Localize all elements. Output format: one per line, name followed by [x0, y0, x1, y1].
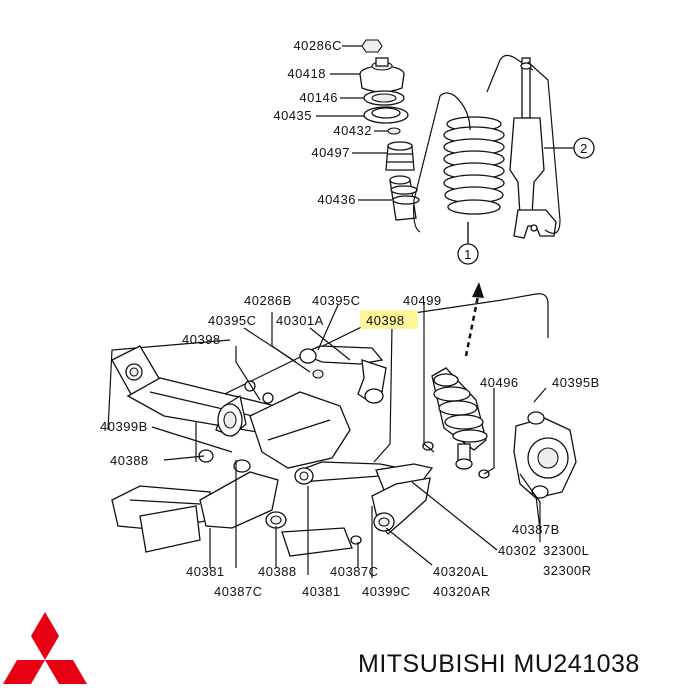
label-40387B: 40387B [512, 522, 560, 537]
label-40432: 40432 [333, 123, 372, 138]
label-40398: 40398 [182, 332, 221, 347]
label-40497: 40497 [311, 145, 350, 160]
label-40320AR: 40320AR [433, 584, 491, 599]
up-arrow-icon [464, 282, 484, 357]
label-40302: 40302 [498, 543, 537, 558]
knuckle-assembly [513, 411, 577, 499]
callout-1: 1 [457, 222, 479, 265]
callout-2: 2 [544, 137, 595, 159]
label-40398-highlighted: 40398 [366, 313, 405, 328]
label-40388-left: 40388 [110, 453, 149, 468]
label-40146: 40146 [299, 90, 338, 105]
mount-40418 [359, 57, 405, 93]
label-40388-bottom: 40388 [258, 564, 297, 579]
label-40286C: 40286C [293, 38, 342, 53]
lower-leaders [151, 302, 547, 578]
upper-leaders [316, 45, 392, 201]
bump-stop-40497 [385, 141, 415, 171]
callout-1-number: 1 [464, 247, 472, 262]
label-40418: 40418 [287, 66, 326, 81]
callout-2-number: 2 [580, 141, 588, 156]
label-40381-bottom: 40381 [302, 584, 341, 599]
nut-40286C [361, 39, 383, 53]
label-40320AL: 40320AL [433, 564, 489, 579]
label-40436: 40436 [317, 192, 356, 207]
label-40499: 40499 [403, 293, 442, 308]
label-40395C-upper: 40395C [312, 293, 361, 308]
label-40286B: 40286B [244, 293, 292, 308]
label-40435: 40435 [273, 108, 312, 123]
shock-lower-assembly [431, 367, 488, 470]
label-40301A: 40301A [276, 313, 324, 328]
washer-40432 [387, 127, 401, 135]
mitsubishi-logo-icon [3, 612, 87, 684]
trailing-arm-40320AL [371, 477, 431, 535]
assembly-bracket-line [413, 92, 471, 233]
label-40395B: 40395B [552, 375, 600, 390]
brand-part-number: MITSUBISHI MU241038 [358, 650, 640, 678]
label-32300R: 32300R [543, 563, 592, 578]
label-40496: 40496 [480, 375, 519, 390]
strut-exploded-view [359, 39, 561, 244]
label-40399B: 40399B [100, 419, 148, 434]
lower-suspension-assembly [107, 293, 577, 557]
upper-arm-40301A [299, 345, 387, 404]
label-40395C-left: 40395C [208, 313, 257, 328]
label-40381-left: 40381 [186, 564, 225, 579]
label-40387C-lower: 40387C [214, 584, 263, 599]
label-40387C-upper: 40387C [330, 564, 379, 579]
dust-boot-40436 [389, 175, 420, 221]
coil-spring-1 [443, 116, 505, 215]
label-32300L: 32300L [543, 543, 589, 558]
highlight-40398 [360, 310, 418, 329]
label-40399C: 40399C [362, 584, 411, 599]
subframe [215, 391, 351, 469]
